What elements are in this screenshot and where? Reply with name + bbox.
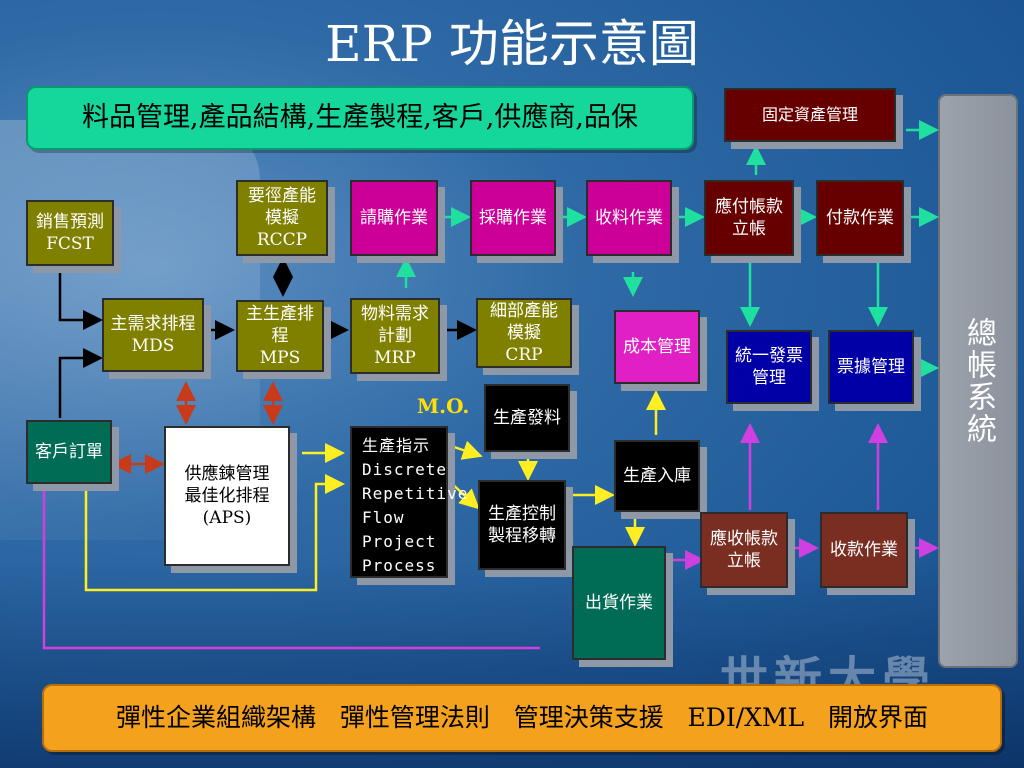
mo-label: M.O. — [417, 394, 470, 418]
notes-management-box: 票據管理 — [828, 330, 914, 404]
ar-setup-box: 應收帳款 立帳 — [700, 512, 788, 588]
capabilities-banner: 彈性企業組織架構 彈性管理法則 管理決策支援 EDI/XML 開放界面 — [42, 684, 1002, 752]
cost-management-box: 成本管理 — [614, 310, 700, 384]
collection-box: 收款作業 — [820, 512, 908, 588]
rccp-box: 要徑產能 模擬 RCCP — [236, 180, 328, 256]
master-data-banner: 料品管理,產品結構,生產製程,客戶,供應商,品保 — [26, 86, 694, 150]
mrp-box: 物料需求 計劃 MRP — [350, 298, 440, 374]
receiving-box: 收料作業 — [586, 180, 672, 256]
aps-box: 供應鍊管理 最佳化排程 (APS) — [164, 426, 290, 566]
customer-order-box: 客戶訂單 — [26, 420, 112, 484]
mps-box: 主生產排程 MPS — [236, 300, 324, 372]
mds-box: 主需求排程 MDS — [102, 298, 204, 372]
material-issue-box: 生產發料 — [484, 384, 570, 452]
general-ledger-box: 總帳系統 — [938, 94, 1018, 668]
production-control-box: 生產控制 製程移轉 — [478, 480, 566, 570]
production-receipt-box: 生產入庫 — [614, 440, 700, 512]
fixed-assets-box: 固定資產管理 — [724, 88, 896, 142]
sales-forecast-box: 銷售預測 FCST — [26, 200, 114, 266]
payment-box: 付款作業 — [816, 180, 904, 256]
crp-box: 細部產能 模擬 CRP — [476, 298, 572, 368]
requisition-box: 請購作業 — [350, 180, 438, 256]
page-title: ERP 功能示意圖 — [325, 15, 699, 73]
ap-setup-box: 應付帳款 立帳 — [704, 180, 794, 256]
production-order-box: 生產指示 Discrete Repetitive Flow Project Pr… — [350, 426, 467, 578]
invoice-management-box: 統一發票 管理 — [726, 330, 812, 404]
shipping-box: 出貨作業 — [572, 546, 666, 660]
purchasing-box: 採購作業 — [470, 180, 556, 256]
